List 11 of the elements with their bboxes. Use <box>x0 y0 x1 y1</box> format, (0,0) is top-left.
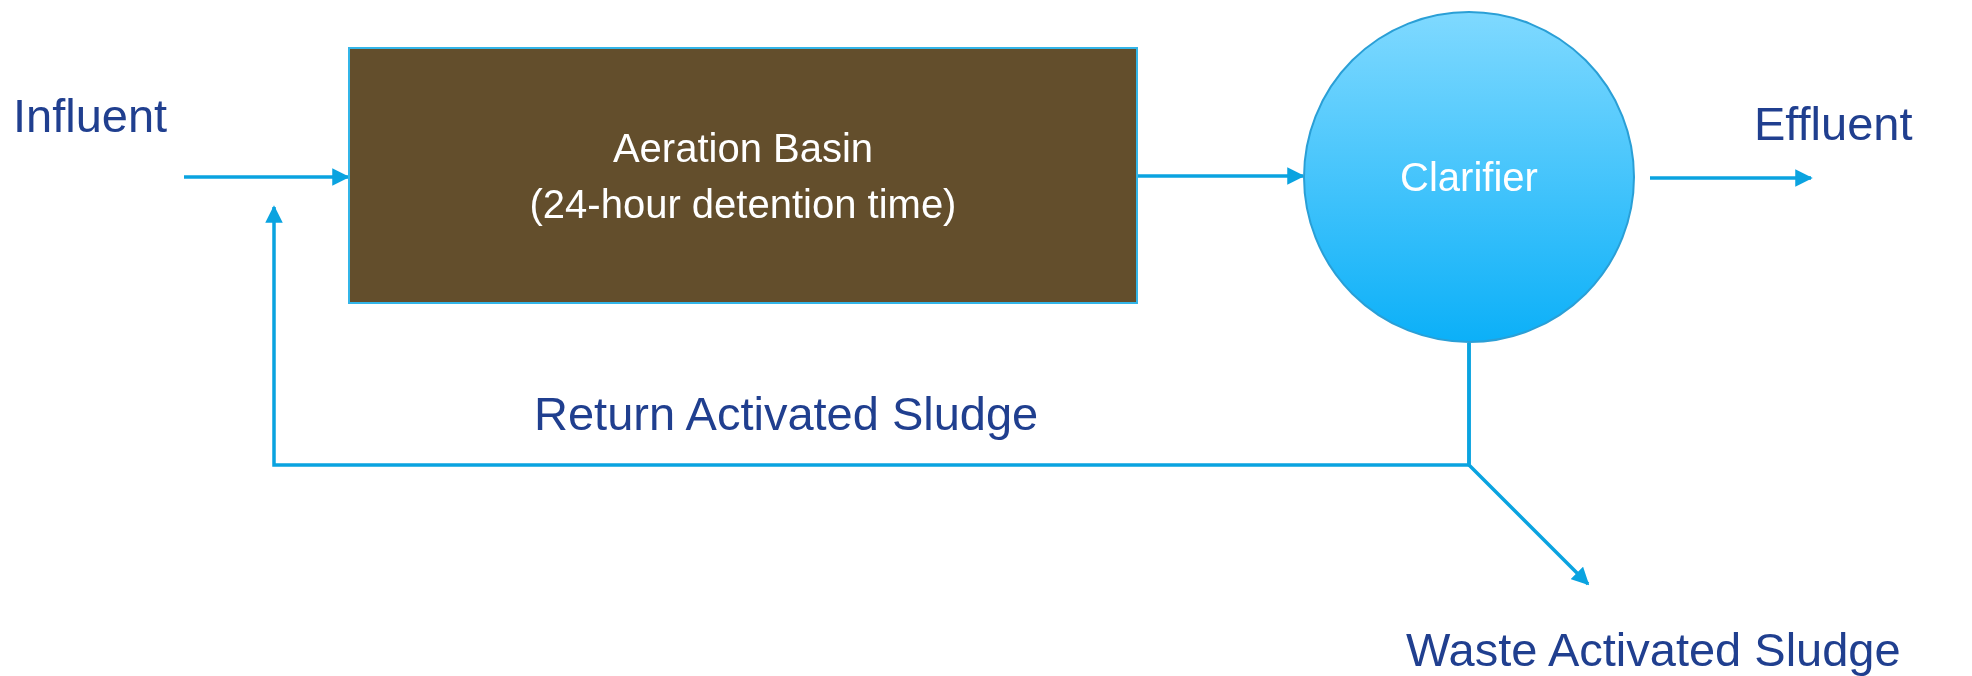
process-box <box>348 47 1138 304</box>
flow-label: Effluent <box>1754 100 1913 147</box>
flow-arrow <box>1138 167 1305 185</box>
box-label: Aeration Basin <box>612 124 874 172</box>
flow-arrow <box>1650 169 1813 187</box>
flow-label: Influent <box>13 92 168 139</box>
flow-arrow <box>184 168 350 186</box>
flow-arrow <box>265 205 1471 467</box>
circle-label: Clarifier <box>1400 154 1538 200</box>
flow-arrow <box>1467 343 1590 586</box>
box-label: (24-hour detention time) <box>529 180 957 228</box>
